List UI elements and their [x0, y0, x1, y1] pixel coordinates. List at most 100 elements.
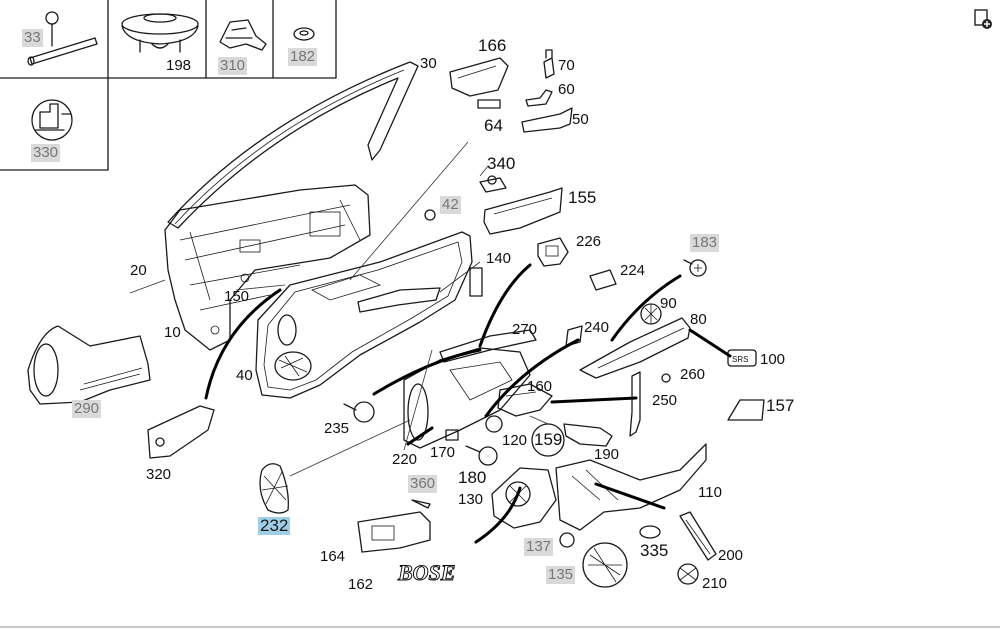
callout-166[interactable]: 166 — [478, 36, 507, 55]
callout-160[interactable]: 160 — [527, 378, 553, 395]
callout-170[interactable]: 170 — [430, 444, 456, 461]
callout-260[interactable]: 260 — [680, 366, 706, 383]
part-137-screw — [559, 532, 575, 548]
part-160-trim — [497, 383, 553, 417]
leader-lines — [403, 165, 549, 451]
srs-badge-text: SRS — [732, 355, 748, 364]
part-10-door-shell — [164, 184, 371, 351]
callout-60[interactable]: 60 — [558, 81, 575, 98]
part-155-trim-strip — [483, 187, 563, 235]
part-90-grille — [640, 303, 662, 325]
callout-64[interactable]: 64 — [484, 116, 503, 135]
part-33-rod — [27, 11, 98, 66]
part-235-bolt — [343, 401, 375, 423]
callout-232[interactable]: 232 — [258, 516, 291, 535]
callout-130[interactable]: 130 — [458, 491, 484, 508]
callout-42[interactable]: 42 — [440, 196, 461, 214]
part-120-grille — [485, 415, 503, 433]
callout-183[interactable]: 183 — [690, 234, 720, 252]
callout-40[interactable]: 40 — [236, 367, 253, 384]
callout-340[interactable]: 340 — [487, 154, 516, 173]
callout-159[interactable]: 159 — [534, 430, 563, 449]
part-70-bolt — [543, 49, 555, 79]
callout-210[interactable]: 210 — [702, 575, 728, 592]
callout-140[interactable]: 140 — [486, 250, 512, 267]
callout-182[interactable]: 182 — [288, 48, 318, 66]
callout-235[interactable]: 235 — [324, 420, 350, 437]
callout-226[interactable]: 226 — [576, 233, 602, 250]
callout-164[interactable]: 164 — [320, 548, 346, 565]
callout-290[interactable]: 290 — [72, 400, 102, 418]
part-80-armrest-trim — [579, 317, 691, 379]
part-30-window-frame — [167, 61, 419, 229]
part-210-grille — [677, 563, 699, 585]
part-310-clip — [219, 19, 267, 51]
bottom-divider — [0, 626, 1000, 628]
part-320-switch — [147, 405, 215, 459]
part-100-srs-badge: SRS — [727, 349, 757, 367]
callout-135[interactable]: 135 — [546, 566, 576, 584]
part-64-pad — [477, 99, 501, 109]
part-190-handle — [563, 423, 613, 447]
callout-200[interactable]: 200 — [718, 547, 744, 564]
callout-100[interactable]: 100 — [760, 351, 786, 368]
callout-157[interactable]: 157 — [766, 396, 795, 415]
callout-80[interactable]: 80 — [690, 311, 707, 328]
callout-224[interactable]: 224 — [620, 262, 646, 279]
part-330-clip — [31, 99, 73, 141]
add-to-list-icon[interactable] — [972, 8, 994, 30]
callout-30[interactable]: 30 — [420, 55, 437, 72]
part-250-bracket — [629, 371, 641, 437]
part-183-screw — [683, 259, 707, 277]
part-157-cap — [727, 399, 765, 421]
callout-270[interactable]: 270 — [512, 321, 538, 338]
callout-10[interactable]: 10 — [164, 324, 181, 341]
callout-50[interactable]: 50 — [572, 111, 589, 128]
emblem-text: BOSE — [397, 560, 455, 585]
callout-360[interactable]: 360 — [408, 475, 438, 493]
callout-320[interactable]: 320 — [146, 466, 172, 483]
part-335-plug — [639, 525, 661, 539]
part-40-door-trim — [255, 231, 473, 399]
callout-137[interactable]: 137 — [524, 538, 554, 556]
callout-162[interactable]: 162 — [348, 576, 374, 593]
callout-330[interactable]: 330 — [31, 144, 61, 162]
part-360-screw — [411, 499, 431, 509]
callout-250[interactable]: 250 — [652, 392, 678, 409]
callout-198[interactable]: 198 — [166, 57, 192, 74]
callout-90[interactable]: 90 — [660, 295, 677, 312]
part-135-speaker-grille — [582, 542, 628, 588]
assembly-arrows — [204, 263, 732, 544]
part-200-strip — [679, 511, 717, 561]
part-166-pocket — [449, 57, 509, 97]
part-110-pillar-trim — [555, 443, 707, 531]
callout-155[interactable]: 155 — [568, 188, 597, 207]
callout-220[interactable]: 220 — [392, 451, 418, 468]
part-170-clip — [445, 429, 459, 441]
part-50-handle — [521, 107, 573, 133]
part-198-clip — [121, 13, 199, 53]
callout-180[interactable]: 180 — [458, 468, 487, 487]
part-140-clip — [469, 267, 483, 297]
callout-190[interactable]: 190 — [594, 446, 620, 463]
callout-33[interactable]: 33 — [22, 29, 43, 47]
part-162-emblem: BOSE — [397, 560, 456, 586]
callout-70[interactable]: 70 — [558, 57, 575, 74]
callout-240[interactable]: 240 — [584, 319, 610, 336]
callout-335[interactable]: 335 — [640, 541, 669, 560]
part-340-clip — [479, 175, 507, 193]
callout-20[interactable]: 20 — [130, 262, 147, 279]
callout-310[interactable]: 310 — [218, 57, 248, 75]
inset-frames — [0, 0, 337, 171]
callout-110[interactable]: 110 — [698, 484, 722, 501]
part-224-bracket — [589, 269, 617, 291]
part-240-flap — [565, 325, 583, 347]
part-270-armrest — [439, 329, 537, 363]
part-60-pin — [525, 89, 553, 107]
callout-150[interactable]: 150 — [224, 288, 250, 305]
part-290-mirror-cover — [27, 325, 151, 405]
part-180-bolt — [465, 445, 498, 466]
callout-120[interactable]: 120 — [502, 432, 528, 449]
part-42-nut — [424, 209, 436, 221]
